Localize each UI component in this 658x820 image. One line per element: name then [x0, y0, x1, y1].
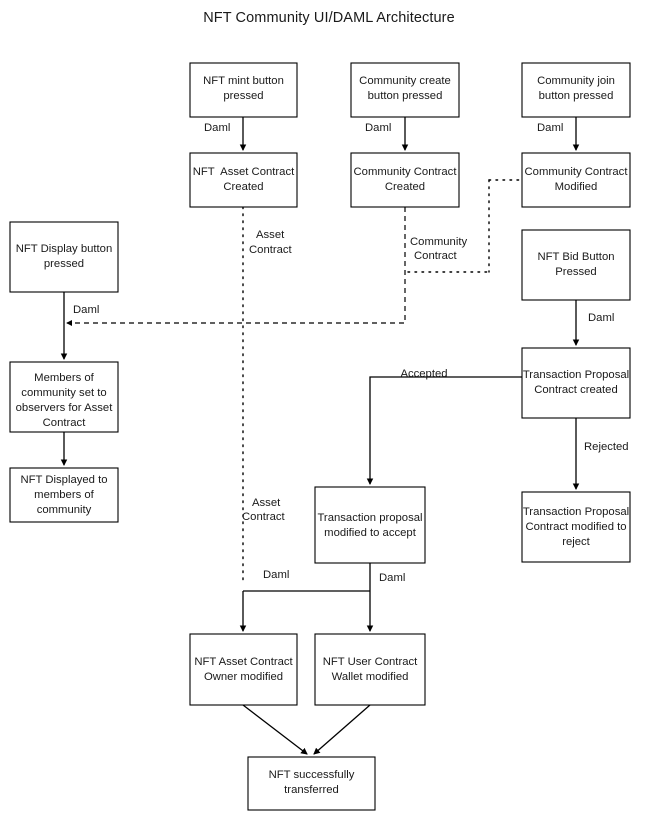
- edge-label-daml-community-create: Daml: [365, 122, 391, 134]
- node-community-create-button-pressed[interactable]: Community create button pressed: [350, 62, 460, 118]
- edge-label-daml-left-bottom: Daml: [263, 569, 289, 581]
- edge-labels: Daml Daml Daml Asset Contract Community …: [73, 122, 629, 584]
- edges-dashed: [66, 207, 406, 326]
- edge-proposal-accepted-to-modified: [366, 376, 522, 486]
- edge-label-community-contract-line2: Contract: [414, 250, 458, 262]
- edges-solid: [60, 117, 580, 755]
- node-nft-mint-button-pressed[interactable]: NFT mint button pressed: [189, 62, 298, 118]
- node-label: reject: [562, 536, 590, 548]
- node-label: NFT Asset Contract: [193, 166, 295, 178]
- edge-label-daml-display: Daml: [73, 304, 99, 316]
- edge-label-daml-bid: Daml: [588, 312, 614, 324]
- node-label: NFT User Contract: [323, 656, 418, 668]
- edge-label-community-contract-line1: Community: [410, 236, 467, 248]
- node-community-contract-modified[interactable]: Community Contract Modified: [521, 152, 631, 208]
- node-nft-display-button-pressed[interactable]: NFT Display button pressed: [9, 221, 119, 293]
- node-label: modified to accept: [324, 527, 417, 539]
- node-transaction-proposal-modified-to-accept[interactable]: Transaction proposal modified to accept: [314, 486, 426, 564]
- node-label: community: [37, 504, 92, 516]
- edge-community-contract-to-display-flow: [66, 207, 406, 326]
- node-community-contract-created[interactable]: Community Contract Created: [350, 152, 460, 208]
- node-label: Contract: [43, 417, 87, 429]
- node-nft-displayed-to-members[interactable]: NFT Displayed to members of community: [9, 467, 119, 523]
- node-label: NFT Displayed to: [20, 474, 107, 486]
- edge-label-asset-contract-line2: Contract: [249, 244, 293, 256]
- edge-label-asset-contract-line1: Asset: [256, 229, 285, 241]
- node-nft-user-contract-wallet-modified[interactable]: NFT User Contract Wallet modified: [314, 633, 426, 706]
- edge-label-daml-mint: Daml: [204, 122, 230, 134]
- node-nft-asset-contract-created[interactable]: NFT Asset Contract Created: [189, 152, 298, 208]
- node-label: Community Contract: [525, 166, 629, 178]
- node-label: Community join: [537, 75, 615, 87]
- node-label: button pressed: [539, 90, 614, 102]
- node-label: members of: [34, 489, 95, 501]
- node-nft-successfully-transferred[interactable]: NFT successfully transferred: [247, 756, 376, 811]
- node-label: NFT successfully: [269, 769, 355, 781]
- edge-label-daml-community-join: Daml: [537, 122, 563, 134]
- node-nft-bid-button-pressed[interactable]: NFT Bid Button Pressed: [521, 229, 631, 301]
- node-label: Community create: [359, 75, 451, 87]
- edge-label-daml-right-bottom: Daml: [379, 572, 405, 584]
- node-label: Created: [223, 181, 263, 193]
- node-label: Transaction Proposal: [523, 506, 629, 518]
- node-label: observers for Asset: [16, 402, 114, 414]
- node-label: NFT Bid Button: [537, 251, 614, 263]
- node-label: Wallet modified: [332, 671, 409, 683]
- node-label: community set to: [21, 387, 106, 399]
- node-label: pressed: [44, 258, 84, 270]
- node-label: NFT Asset Contract: [194, 656, 293, 668]
- node-label: NFT Display button: [16, 243, 112, 255]
- edge-label-asset-contract-low-line2: Contract: [242, 511, 286, 523]
- diagram-title: NFT Community UI/DAML Architecture: [203, 10, 455, 26]
- edge-label-rejected: Rejected: [584, 441, 629, 453]
- node-members-of-community-set-to-observers[interactable]: Members of community set to observers fo…: [9, 361, 119, 433]
- node-transaction-proposal-contract-created[interactable]: Transaction Proposal Contract created: [521, 347, 631, 419]
- node-label: transferred: [284, 784, 339, 796]
- edge-userwallet-to-transferred: [313, 704, 371, 755]
- edge-label-accepted: Accepted: [400, 368, 447, 380]
- edge-label-asset-contract-low-line1: Asset: [252, 497, 281, 509]
- node-label: Community Contract: [354, 166, 458, 178]
- node-transaction-proposal-contract-modified-to-reject[interactable]: Transaction Proposal Contract modified t…: [521, 491, 631, 563]
- node-label: pressed: [223, 90, 263, 102]
- node-label: Owner modified: [204, 671, 283, 683]
- node-label: Members of: [34, 372, 95, 384]
- edge-assetowner-to-transferred: [242, 704, 308, 755]
- node-label: NFT mint button: [203, 75, 284, 87]
- node-label: button pressed: [368, 90, 443, 102]
- nodes: NFT mint button pressed Community create…: [9, 62, 631, 811]
- node-label: Created: [385, 181, 425, 193]
- node-nft-asset-contract-owner-modified[interactable]: NFT Asset Contract Owner modified: [189, 633, 298, 706]
- node-label: Contract created: [534, 384, 618, 396]
- edges-dotted: [242, 179, 522, 584]
- node-community-join-button-pressed[interactable]: Community join button pressed: [521, 62, 631, 118]
- node-label: Contract modified to: [525, 521, 626, 533]
- node-label: Transaction proposal: [317, 512, 422, 524]
- node-label: Modified: [555, 181, 598, 193]
- node-label: Pressed: [555, 266, 596, 278]
- node-label: Transaction Proposal: [523, 369, 629, 381]
